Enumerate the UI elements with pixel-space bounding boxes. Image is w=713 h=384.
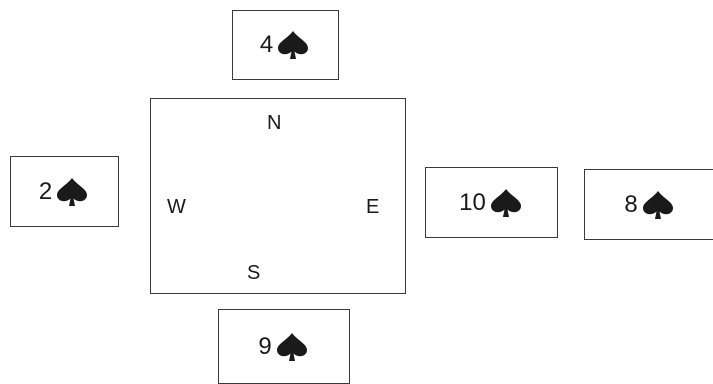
direction-south-label: S <box>247 262 261 284</box>
spade-icon <box>274 329 310 365</box>
bridge-table: N W E S <box>150 98 406 294</box>
card-rank: 4 <box>259 31 274 58</box>
card-west: 2 <box>10 156 119 227</box>
card-south: 9 <box>218 309 350 384</box>
card-rank: 9 <box>258 332 272 360</box>
card-north: 4 <box>232 10 339 80</box>
spade-icon <box>275 27 311 63</box>
spade-icon <box>640 187 676 223</box>
spade-icon <box>488 185 524 221</box>
spade-icon <box>54 174 90 210</box>
card-rank: 8 <box>624 190 638 218</box>
card-east: 10 <box>425 167 558 238</box>
card-rank: 10 <box>459 188 486 216</box>
card-far-east: 8 <box>584 169 713 240</box>
direction-west-label: W <box>167 196 186 218</box>
direction-east-label: E <box>366 196 380 218</box>
direction-north-label: N <box>267 112 282 134</box>
card-rank: 2 <box>38 177 53 205</box>
